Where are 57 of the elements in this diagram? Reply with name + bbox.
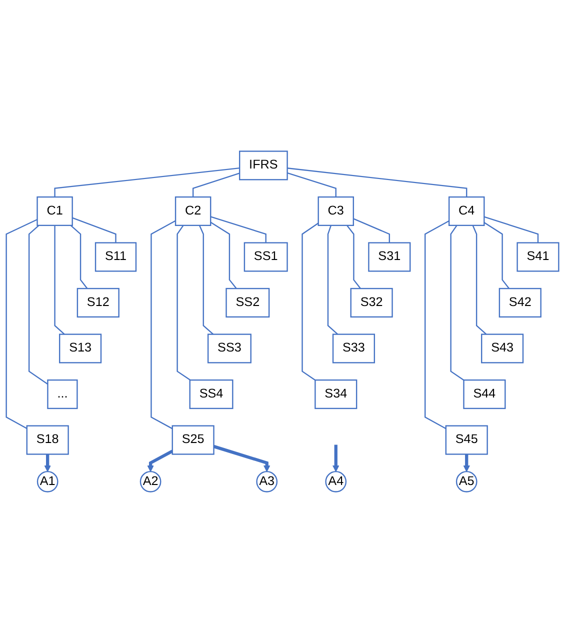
arrow bbox=[44, 454, 52, 472]
node-box: S25 bbox=[172, 425, 214, 455]
connector bbox=[484, 216, 539, 243]
node-box: S12 bbox=[76, 288, 120, 318]
connector bbox=[150, 220, 176, 430]
node-box: C3 bbox=[318, 196, 354, 226]
arrow bbox=[332, 444, 340, 472]
node-circle: A3 bbox=[256, 470, 278, 492]
node-circle: A1 bbox=[36, 470, 58, 492]
node-circle: A5 bbox=[456, 470, 478, 492]
connector bbox=[192, 172, 240, 197]
node-box: S43 bbox=[481, 334, 524, 364]
arrow bbox=[147, 450, 174, 472]
connector bbox=[327, 225, 338, 335]
connector bbox=[54, 167, 240, 197]
node-circle: A4 bbox=[325, 470, 347, 492]
node-box: SS3 bbox=[207, 334, 252, 364]
connector bbox=[6, 218, 38, 430]
node-box: S32 bbox=[350, 288, 393, 318]
node-box: C4 bbox=[448, 196, 485, 226]
connector bbox=[287, 168, 468, 197]
node-box: S33 bbox=[332, 334, 375, 364]
connector bbox=[287, 172, 336, 197]
node-box: S41 bbox=[516, 242, 560, 272]
connector bbox=[424, 220, 450, 430]
connector bbox=[210, 222, 237, 289]
connector bbox=[176, 225, 191, 381]
connector bbox=[302, 222, 319, 381]
node-box: S45 bbox=[445, 425, 488, 455]
connector bbox=[450, 225, 464, 381]
node-box: ... bbox=[47, 379, 78, 410]
node-circle: A2 bbox=[140, 470, 162, 492]
node-box: C2 bbox=[174, 196, 212, 226]
node-box: SS1 bbox=[244, 242, 288, 272]
connector bbox=[70, 224, 88, 289]
node-box: S34 bbox=[314, 379, 358, 410]
connector bbox=[472, 225, 487, 335]
node-box: S44 bbox=[463, 379, 506, 410]
node-box: S11 bbox=[94, 242, 137, 272]
node-box: SS2 bbox=[226, 288, 270, 318]
node-box: IFRS bbox=[239, 150, 288, 180]
connector bbox=[210, 216, 266, 243]
node-box: S13 bbox=[59, 334, 102, 364]
connector bbox=[198, 225, 214, 335]
arrow bbox=[463, 454, 470, 472]
connector bbox=[346, 225, 361, 289]
connector bbox=[28, 224, 48, 385]
node-box: SS4 bbox=[189, 379, 234, 410]
node-box: S42 bbox=[498, 288, 542, 318]
connector bbox=[54, 225, 65, 335]
connector bbox=[353, 218, 390, 243]
node-box: S31 bbox=[368, 242, 411, 272]
connector bbox=[72, 217, 116, 243]
connector bbox=[484, 222, 510, 289]
arrow bbox=[213, 444, 270, 472]
node-box: C1 bbox=[36, 196, 73, 226]
node-box: S18 bbox=[26, 425, 69, 455]
